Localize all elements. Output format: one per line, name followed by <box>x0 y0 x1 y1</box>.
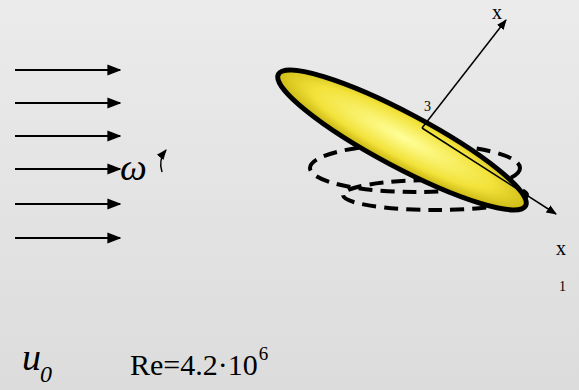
velocity-subscript: 0 <box>40 362 52 386</box>
velocity-symbol: u <box>22 338 41 376</box>
axis-label: x <box>556 238 566 258</box>
rotation-arrow <box>161 150 166 172</box>
axis-subscript: 3 <box>424 100 431 114</box>
angular-velocity: ω <box>120 148 147 186</box>
reynolds-number: Re=4.2·10 <box>130 350 258 380</box>
ellipsoid <box>266 50 539 229</box>
axis-subscript: 1 <box>559 280 566 294</box>
flow-arrows <box>15 70 120 238</box>
axes <box>422 20 556 214</box>
reynolds-exponent: 6 <box>259 344 269 363</box>
axis-label: x <box>492 2 502 22</box>
